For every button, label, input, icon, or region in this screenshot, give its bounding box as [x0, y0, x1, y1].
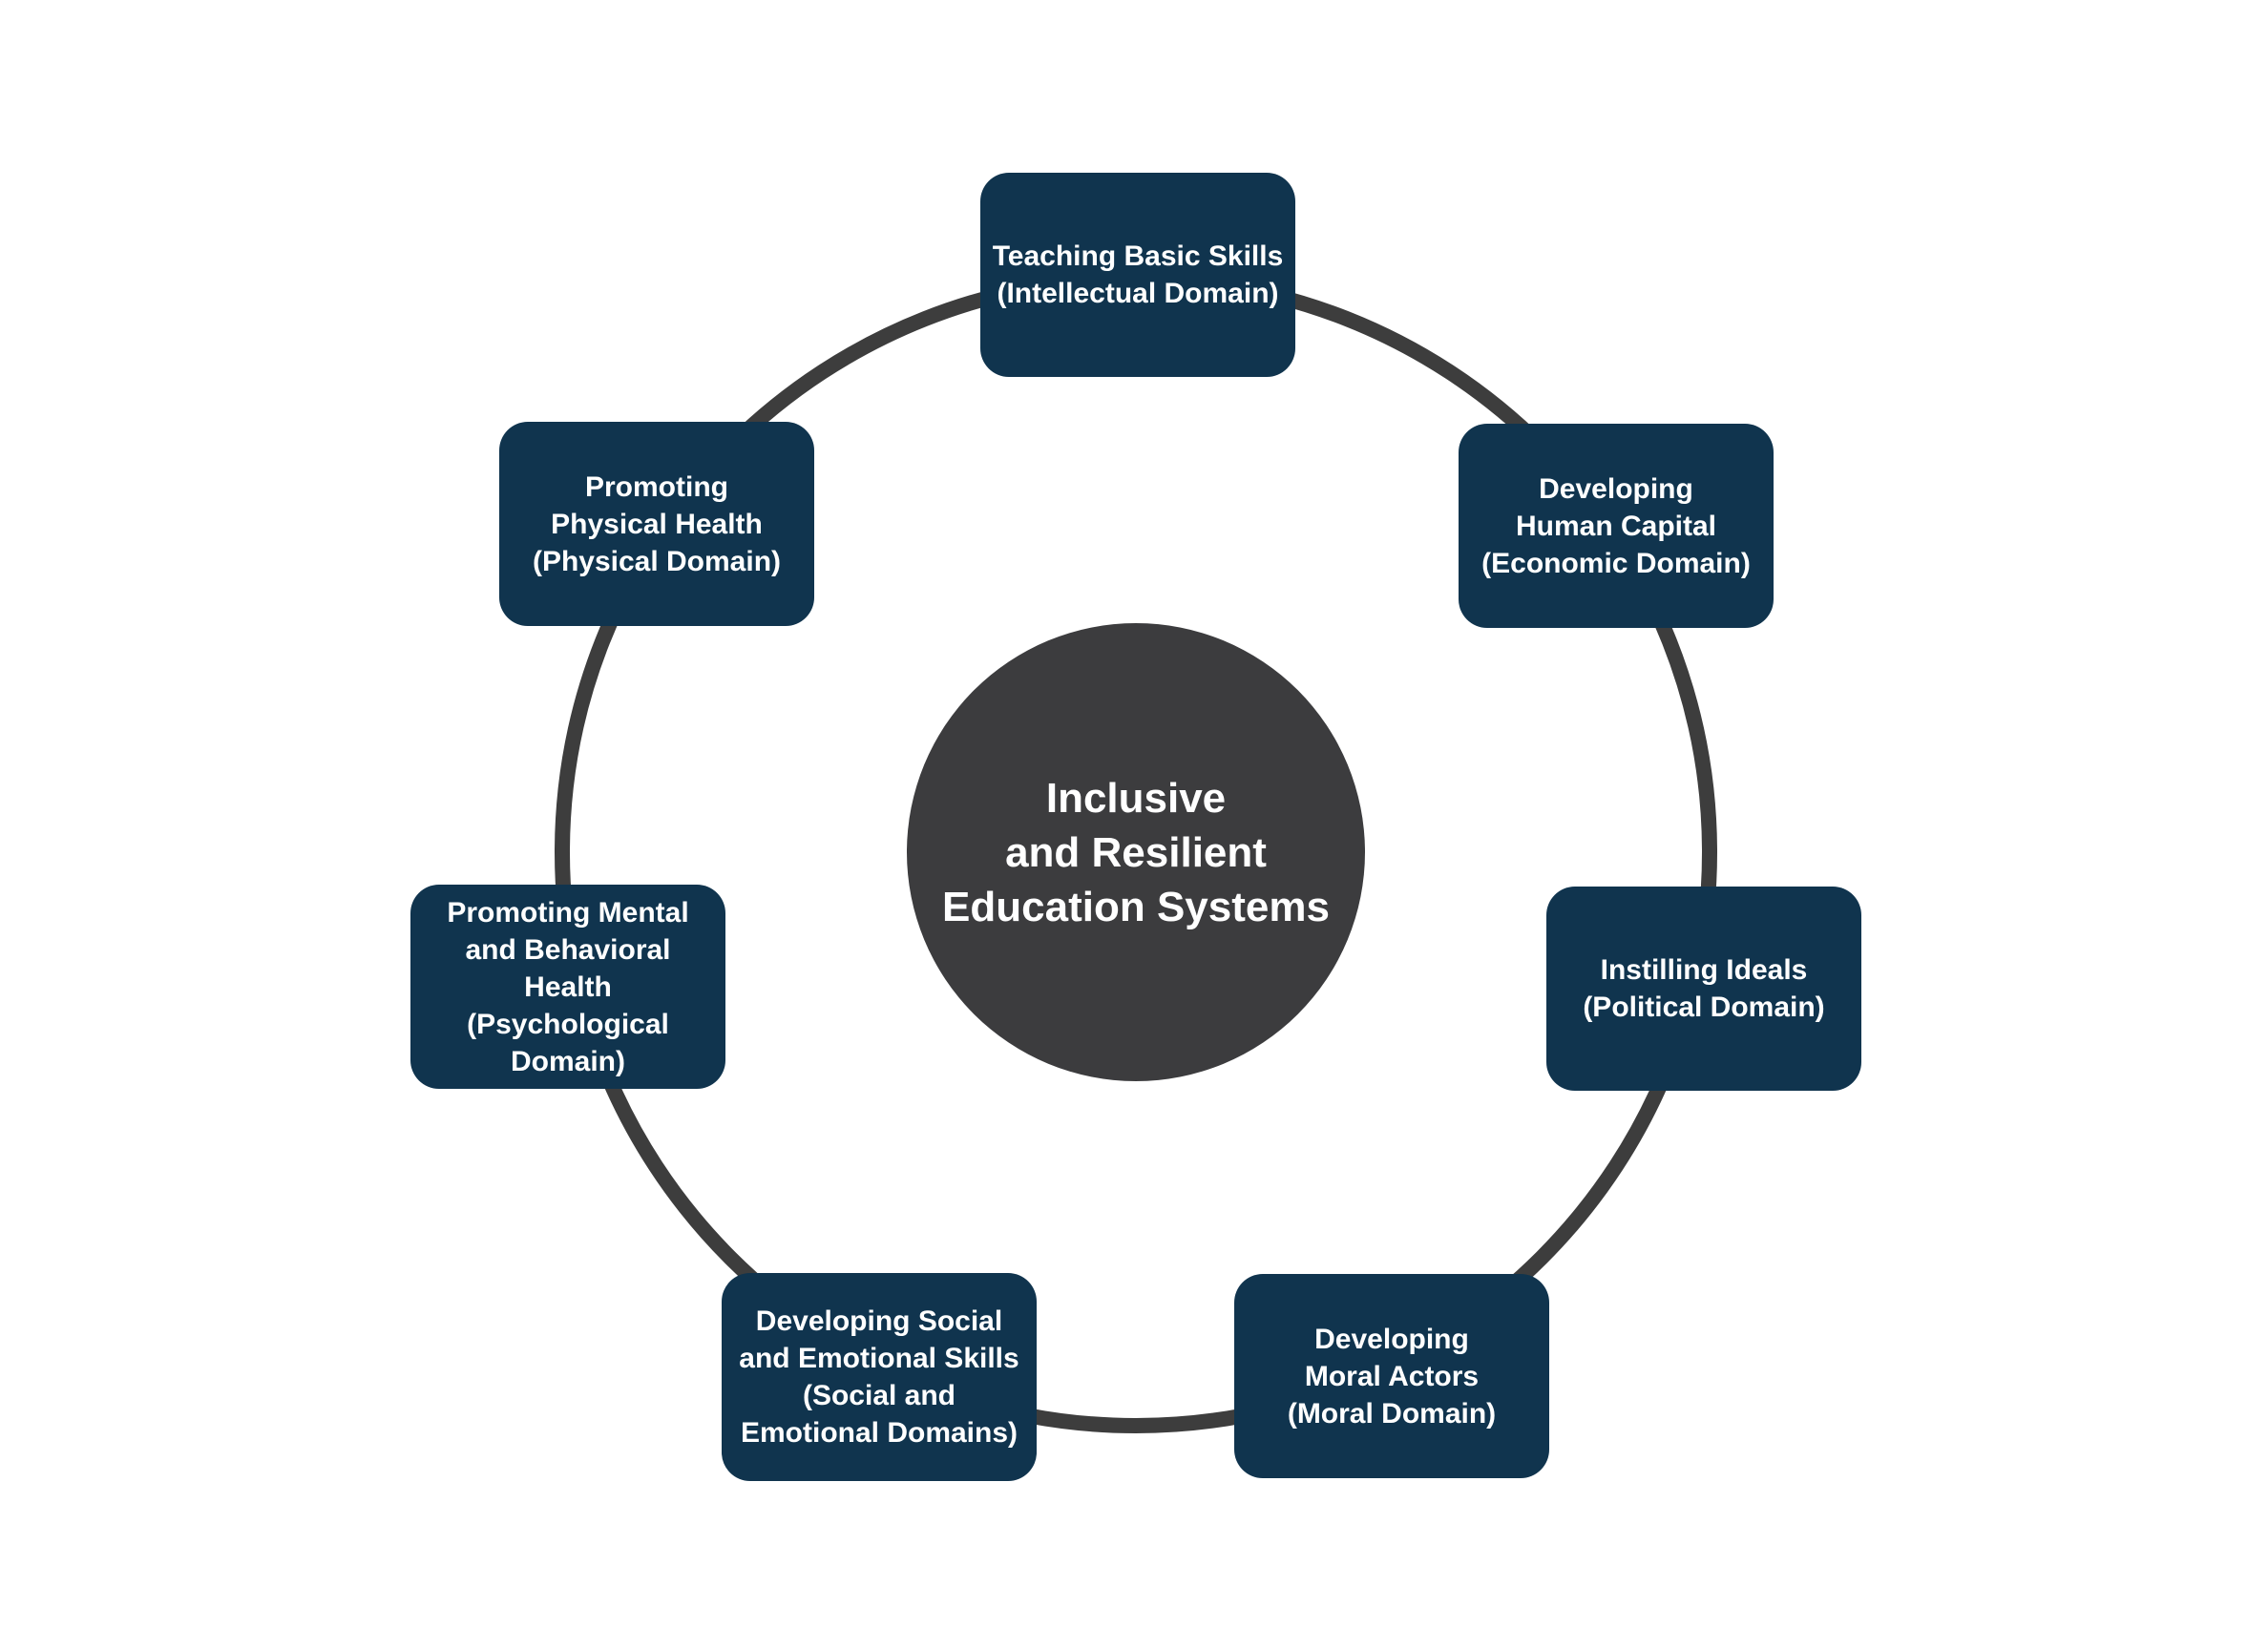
node-promoting-mental-behavioral-health: Promoting Mental and Behavioral Health (… — [410, 885, 725, 1089]
node-developing-human-capital: Developing Human Capital (Economic Domai… — [1459, 424, 1774, 628]
center-hub: Inclusive and Resilient Education System… — [907, 623, 1365, 1081]
node-developing-moral-actors: Developing Moral Actors (Moral Domain) — [1234, 1274, 1549, 1478]
node-instilling-ideals: Instilling Ideals (Political Domain) — [1546, 887, 1861, 1091]
node-developing-social-emotional-skills: Developing Social and Emotional Skills (… — [722, 1273, 1037, 1481]
node-teaching-basic-skills: Teaching Basic Skills (Intellectual Doma… — [980, 173, 1295, 377]
node-promoting-physical-health: Promoting Physical Health (Physical Doma… — [499, 422, 814, 626]
